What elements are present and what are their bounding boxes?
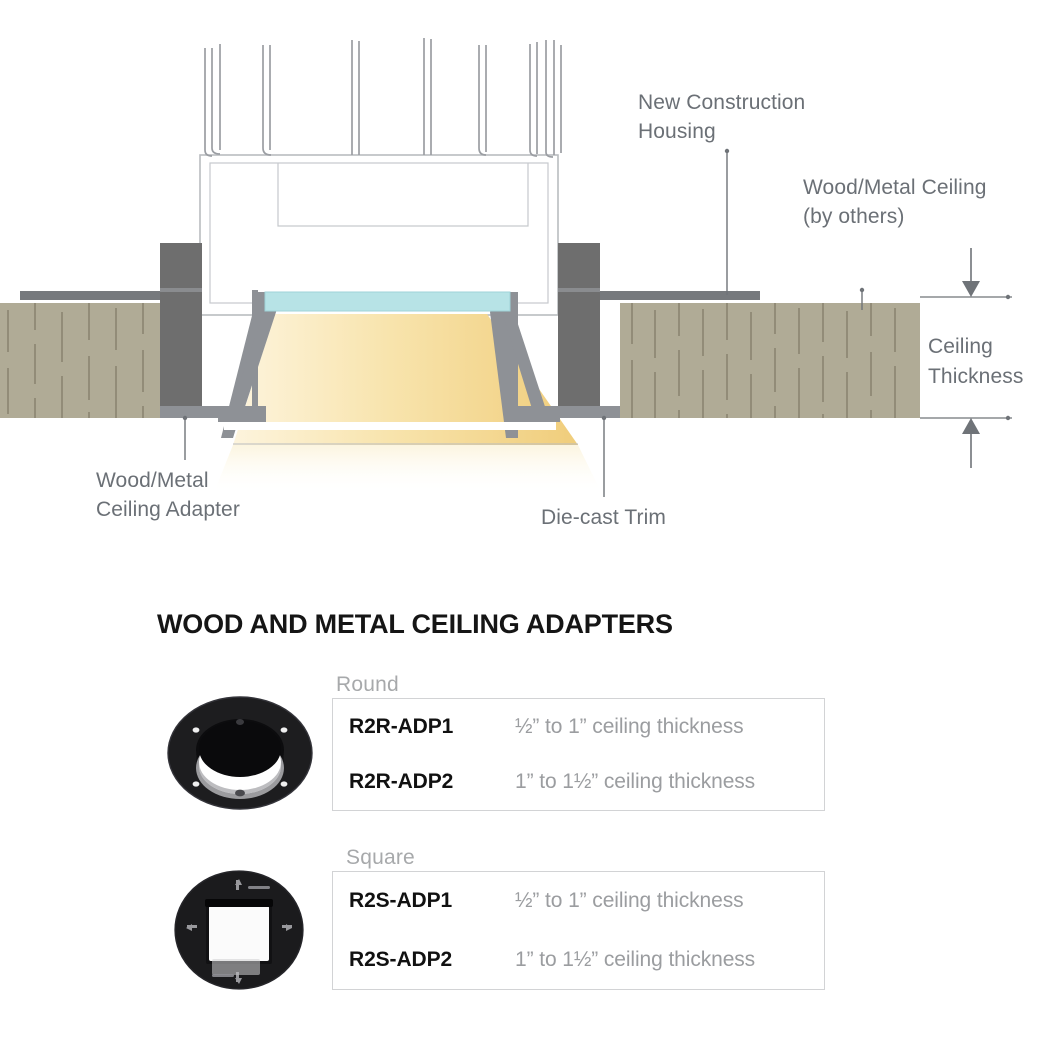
table-row: R2S-ADP1 ½” to 1” ceiling thickness	[333, 872, 824, 931]
callout-die-cast-trim: Die-cast Trim	[541, 506, 666, 529]
table-row: R2R-ADP2 1” to 1½” ceiling thickness	[333, 755, 824, 811]
group-label-square: Square	[346, 846, 415, 869]
leader-lines	[182, 148, 865, 497]
ceiling-plane-strip	[20, 291, 760, 300]
spec-table-round: R2R-ADP1 ½” to 1” ceiling thickness R2R-…	[332, 698, 825, 811]
callout-wood-metal-ceiling: Wood/Metal Ceiling (by others)	[803, 176, 987, 228]
table-row: R2R-ADP1 ½” to 1” ceiling thickness	[333, 699, 824, 755]
lens-glass	[264, 291, 511, 312]
arrow-down-icon	[962, 281, 980, 297]
callout-new-construction-housing: New Construction Housing	[638, 91, 806, 143]
adapter-model-code: R2S-ADP1	[349, 889, 453, 913]
trim-outer-flange	[160, 406, 620, 418]
adapter-thickness-range: ½” to 1” ceiling thickness	[515, 889, 744, 913]
wood-metal-ceiling-right	[620, 303, 920, 418]
diagram-canvas	[0, 38, 1012, 497]
wood-metal-ceiling-adapter-left	[160, 243, 202, 411]
adapter-model-code: R2S-ADP2	[349, 947, 453, 971]
new-construction-housing-body	[199, 154, 559, 316]
ceiling-thickness-dimension	[920, 248, 1012, 468]
adapter-thickness-range: 1” to 1½” ceiling thickness	[515, 947, 756, 971]
round-ceiling-adapter-photo	[166, 692, 314, 814]
section-title-wood-and-metal-ceiling-adapters: WOOD AND METAL CEILING ADAPTERS	[157, 609, 673, 639]
adapter-model-code: R2R-ADP2	[349, 770, 454, 794]
wood-metal-ceiling-left	[0, 303, 160, 418]
housing-top-rods	[204, 38, 562, 158]
callout-wood-metal-ceiling-adapter: Wood/Metal Ceiling Adapter	[96, 469, 240, 521]
adapter-model-code: R2R-ADP1	[349, 714, 454, 738]
arrow-up-icon	[962, 418, 980, 434]
table-row: R2S-ADP2 1” to 1½” ceiling thickness	[333, 931, 824, 990]
wood-metal-ceiling-adapter-right	[558, 243, 600, 411]
callout-ceiling-thickness: Ceiling Thickness	[928, 335, 1024, 388]
adapter-thickness-range: ½” to 1” ceiling thickness	[515, 714, 744, 738]
adapter-thickness-range: 1” to 1½” ceiling thickness	[515, 770, 756, 794]
ceiling-cutaway-diagram: New Construction Housing Wood/Metal Ceil…	[0, 38, 1024, 529]
light-beam	[215, 314, 600, 490]
group-label-round: Round	[336, 673, 399, 696]
square-ceiling-adapter-photo	[172, 866, 306, 994]
spec-table-square: R2S-ADP1 ½” to 1” ceiling thickness R2S-…	[332, 871, 825, 990]
